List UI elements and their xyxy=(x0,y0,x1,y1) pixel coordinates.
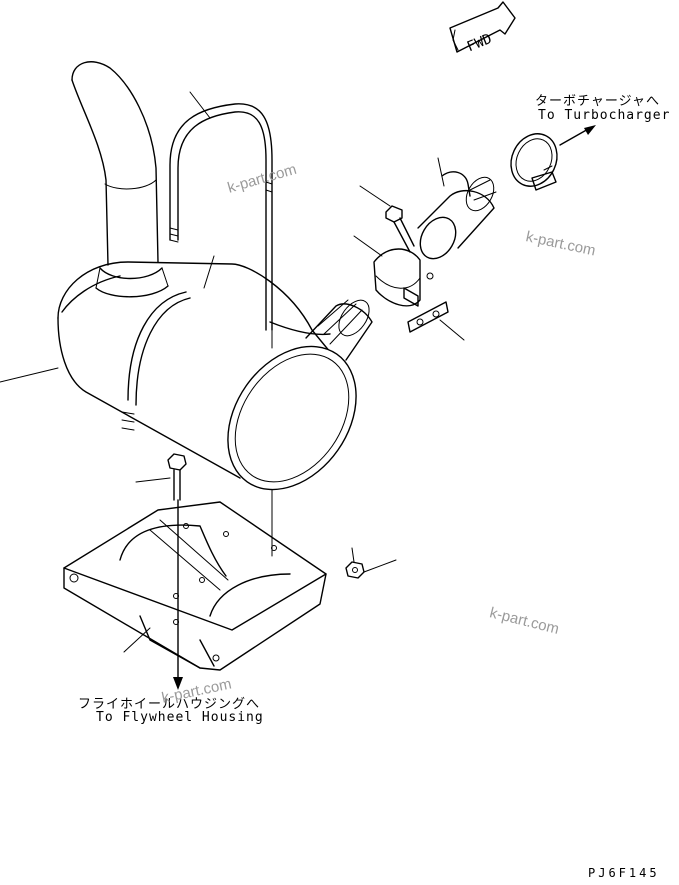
turbocharger-label-jp: ターボチャージャへ xyxy=(535,94,660,109)
clamp-bracket-plate xyxy=(407,301,449,333)
u-bolt-upper xyxy=(169,103,273,331)
hex-nut xyxy=(345,561,365,579)
turbocharger-label-en: To Turbocharger xyxy=(538,108,671,123)
drawing-code: PJ6F145 xyxy=(588,866,660,880)
flywheel-label-en: To Flywheel Housing xyxy=(96,710,264,725)
band-clamp xyxy=(373,248,434,307)
muffler-outlet-tube xyxy=(305,299,373,361)
leader-lines xyxy=(0,91,465,653)
exhaust-stack-pipe xyxy=(71,61,169,298)
hose-clamp xyxy=(510,133,558,191)
forward-direction-arrow: FWD xyxy=(449,1,516,55)
turbocharger-direction-arrow xyxy=(559,127,591,146)
connector-pipe xyxy=(417,171,497,260)
bolt-upper xyxy=(385,205,415,253)
muffler-mount-bracket xyxy=(63,501,327,671)
muffler-body xyxy=(57,261,357,491)
flywheel-label-jp: フライホイールハウジングへ xyxy=(78,697,261,712)
bolt-lower xyxy=(167,453,187,501)
